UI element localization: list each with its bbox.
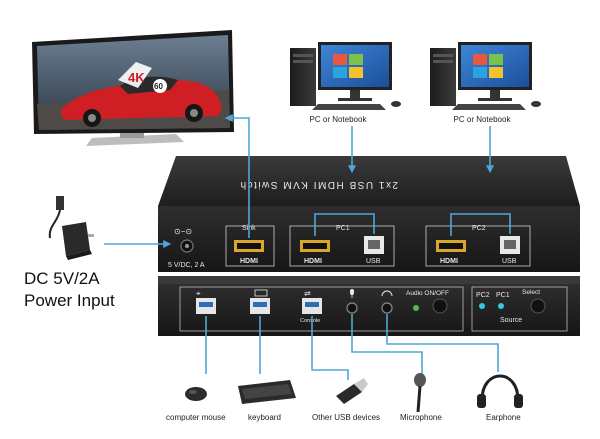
microphone-cable	[351, 314, 423, 374]
pc-right-label: PC or Notebook	[454, 115, 512, 124]
pc1-front-label: PC1	[496, 292, 510, 299]
pc2-usb-lead	[490, 213, 511, 234]
power-adapter	[48, 196, 94, 260]
earphone-cable	[386, 314, 499, 372]
pc-left-label: PC or Notebook	[310, 115, 368, 124]
sink-to-tv-cable	[224, 114, 250, 238]
power-input-line1: DC 5V/2A	[24, 269, 100, 288]
microphone-port-icon	[350, 289, 354, 298]
audio-toggle-button[interactable]	[432, 298, 448, 314]
pc-left: PC or Notebook	[290, 42, 401, 124]
pc1-hdmi-lead	[314, 213, 352, 236]
pc1-usb-label: USB	[366, 258, 381, 265]
front-usb-mouse-port[interactable]	[196, 298, 216, 314]
pc2-status-led	[479, 303, 485, 309]
pc2-usb-label: USB	[502, 258, 517, 265]
select-label: Select	[522, 289, 540, 296]
tv-4k-badge: 4K	[128, 70, 145, 85]
power-symbol: ⊙−⊙	[174, 227, 192, 236]
keyboard-port-icon	[254, 289, 268, 297]
microphone-device	[414, 373, 426, 413]
earphone-label: Earphone	[486, 413, 521, 422]
usb-drive-device	[336, 378, 368, 404]
pc2-usb-port[interactable]	[500, 236, 520, 254]
kvm-back-unit: 2x1 USB HDMI KVM Switch ⊙−⊙ 5 V/DC, 2 A …	[158, 156, 580, 272]
keyboard-label: keyboard	[248, 413, 281, 422]
headphone-jack[interactable]	[381, 302, 393, 314]
kvm-front-unit: ⌖ ⇌ Console Audio ON/OFF	[158, 276, 580, 336]
cables	[104, 114, 511, 380]
console-label: Console	[300, 318, 320, 324]
pc1-back-label: PC1	[336, 225, 350, 232]
pc-right: PC or Notebook	[430, 42, 541, 124]
mouse-port-icon: ⌖	[196, 289, 201, 298]
pc2-front-label: PC2	[476, 292, 490, 299]
car-number: 60	[154, 82, 163, 91]
pc2-back-label: PC2	[472, 225, 486, 232]
source-label: Source	[500, 317, 522, 324]
pc1-usb-lead	[352, 213, 375, 234]
front-usb-console-port[interactable]	[302, 298, 322, 314]
headphone-port-icon	[381, 290, 393, 297]
mouse-device	[185, 387, 207, 401]
sink-hdmi-port[interactable]	[234, 240, 264, 252]
audio-toggle-label: Audio ON/OFF	[406, 290, 449, 297]
pc2-hdmi-label: HDMI	[440, 258, 458, 265]
pc1-status-led	[498, 303, 504, 309]
earphone-device	[477, 374, 523, 408]
device-name-label: 2x1 USB HDMI KVM Switch	[239, 179, 398, 190]
pc1-hdmi-port[interactable]	[300, 240, 330, 252]
usb-symbol-icon: ⇌	[304, 289, 311, 298]
usb-device-cable	[311, 316, 349, 380]
power-spec-label: 5 V/DC, 2 A	[168, 262, 205, 269]
microphone-label: Microphone	[400, 413, 442, 422]
usb-devices-label: Other USB devices	[312, 413, 380, 422]
pc2-hdmi-port[interactable]	[436, 240, 466, 252]
front-usb-keyboard-port[interactable]	[250, 298, 270, 314]
sink-hdmi-label: HDMI	[240, 258, 258, 265]
microphone-jack[interactable]	[346, 302, 358, 314]
pc2-hdmi-lead	[450, 213, 490, 236]
tv-display: 4K 60	[32, 30, 234, 146]
audio-status-led	[413, 305, 419, 311]
pc1-hdmi-label: HDMI	[304, 258, 322, 265]
power-input-line2: Power Input	[24, 291, 115, 310]
mouse-label: computer mouse	[166, 413, 226, 422]
keyboard-device	[238, 380, 296, 404]
pc1-usb-port[interactable]	[364, 236, 384, 254]
source-select-button[interactable]	[530, 298, 546, 314]
